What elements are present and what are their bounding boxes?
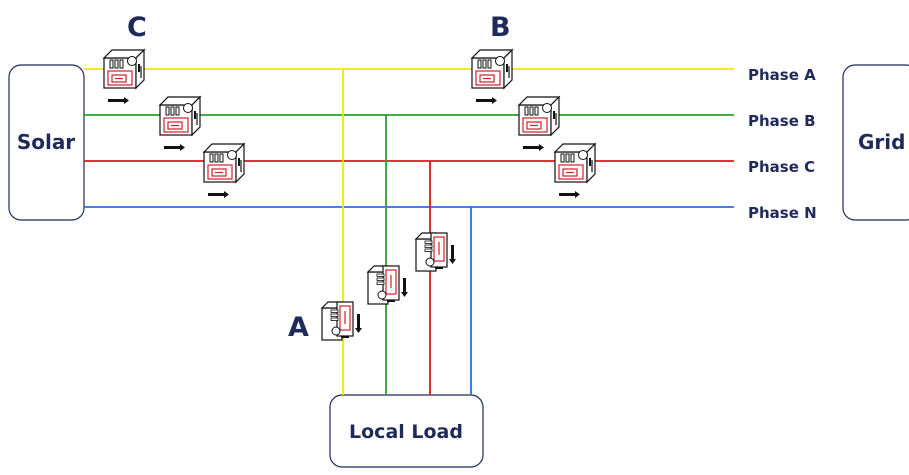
phase-b-label: Phase B: [748, 112, 816, 130]
current-transformer-icon: [321, 301, 363, 341]
grid-box: Grid: [842, 64, 909, 221]
current-transformer-icon: [415, 232, 457, 272]
phase-c-label: Phase C: [748, 158, 815, 176]
current-transformer-icon: [367, 265, 409, 305]
phase-a-label: Phase A: [748, 66, 816, 84]
phase-n-label: Phase N: [748, 204, 817, 222]
current-transformer-icon: [103, 49, 145, 105]
solar-label: Solar: [17, 130, 75, 154]
current-transformer-icon: [471, 49, 513, 105]
current-transformer-icon: [159, 96, 201, 152]
local-load-label: Local Load: [349, 421, 463, 443]
grid-label: Grid: [858, 130, 905, 154]
local-load-box: Local Load: [329, 394, 484, 468]
group-label-b: B: [490, 12, 511, 43]
solar-box: Solar: [8, 64, 85, 221]
current-transformer-icon: [518, 96, 560, 152]
current-transformer-icon: [554, 143, 596, 199]
group-label-a: A: [288, 312, 309, 343]
group-label-c: C: [127, 12, 147, 43]
current-transformer-icon: [203, 143, 245, 199]
